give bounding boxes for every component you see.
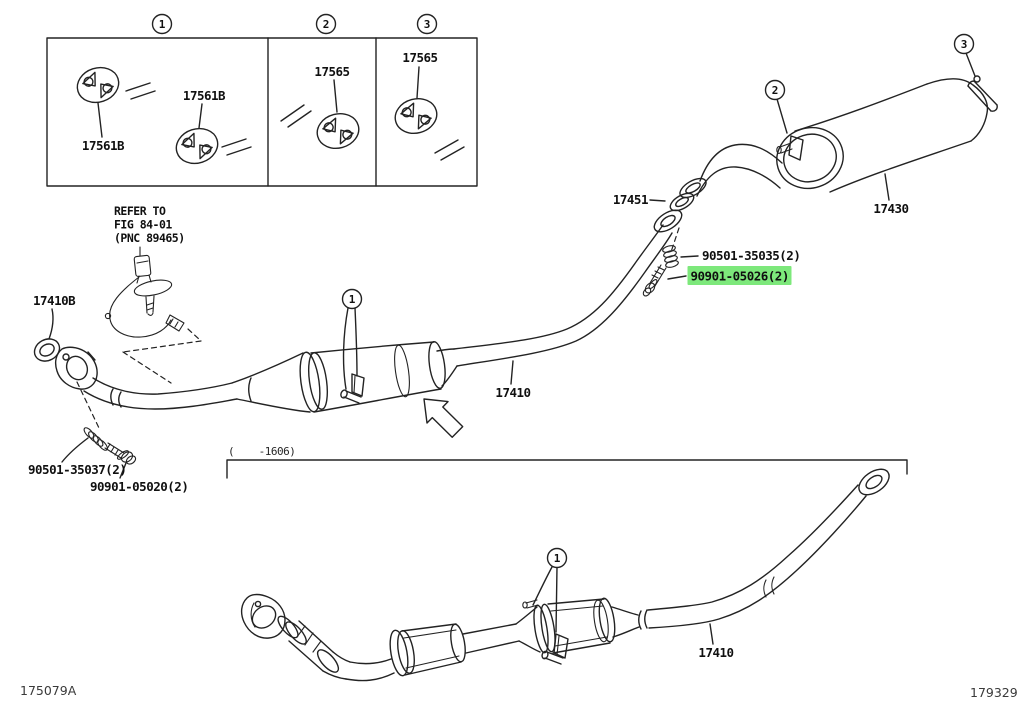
refer-note-line1: REFER TO — [114, 204, 166, 218]
figure-code-right: 179329 — [970, 685, 1018, 700]
range-bracket — [226, 459, 908, 479]
callout-1-lower-number: 1 — [554, 552, 561, 565]
legend-callout-3-number: 3 — [424, 18, 431, 31]
part-label-hanger-17561b-b[interactable]: 17561B — [183, 88, 227, 103]
legend-callout-1-number: 1 — [159, 18, 166, 31]
part-label-hanger-17561b-a[interactable]: 17561B — [82, 138, 126, 153]
callout-hanger-1-upper[interactable]: 1 — [341, 288, 363, 310]
callout-hanger-2[interactable]: 2 — [764, 79, 786, 101]
legend-callout-2-number: 2 — [323, 18, 330, 31]
part-label-front-pipe[interactable]: 17410 — [495, 385, 531, 400]
muffler-drawing — [696, 52, 998, 201]
refer-note-line2: FIG 84-01 — [114, 218, 172, 232]
part-label-rear-bolt-highlighted[interactable]: 90901-05026(2) — [691, 269, 790, 284]
callout-2-number: 2 — [772, 84, 779, 97]
rear-gasket-ring — [669, 192, 695, 212]
callout-hanger-3[interactable]: 3 — [953, 33, 975, 55]
callout-3-number: 3 — [961, 38, 968, 51]
part-label-muffler[interactable]: 17430 — [873, 201, 909, 216]
part-label-front-pipe-prev[interactable]: 17410 — [698, 645, 734, 660]
callout-hanger-1-lower[interactable]: 1 — [546, 547, 568, 569]
front-gasket-ring — [33, 338, 61, 362]
part-label-hanger-17565-cell3[interactable]: 17565 — [402, 50, 438, 65]
legend-callout-1[interactable]: 1 — [151, 13, 173, 35]
refer-note-line3: (PNC 89465) — [114, 231, 185, 245]
line-art — [33, 37, 998, 682]
part-label-front-bolt[interactable]: 90901-05020(2) — [90, 479, 189, 494]
callout-1-upper-number: 1 — [349, 293, 356, 306]
highlight-box — [687, 266, 792, 285]
part-label-hanger-17565-cell2[interactable]: 17565 — [314, 64, 350, 79]
legend-callout-2[interactable]: 2 — [315, 13, 337, 35]
front-fasteners-drawing — [61, 381, 137, 479]
figure-code-left: 175079A — [20, 683, 77, 698]
front-exhaust-assembly-drawing — [33, 177, 707, 438]
part-label-rear-spring[interactable]: 90501-35035(2) — [702, 248, 801, 263]
rear-bolt-drawing — [642, 264, 667, 297]
range-note: ( -1606) — [228, 445, 295, 458]
legend-callout-3[interactable]: 3 — [416, 13, 438, 35]
previous-model-assembly-drawing — [240, 468, 890, 682]
legend-box — [46, 37, 478, 187]
callout-bubbles: 1 2 3 1 2 3 1 — [151, 13, 975, 569]
part-label-front-spring[interactable]: 90501-35037(2) — [28, 462, 127, 477]
direction-arrow — [423, 398, 464, 438]
part-label-rear-gasket[interactable]: 17451 — [613, 192, 649, 207]
oxygen-sensor-drawing — [104, 246, 202, 384]
part-label-front-gasket[interactable]: 17410B — [33, 293, 77, 308]
rear-spring-drawing — [662, 245, 679, 268]
